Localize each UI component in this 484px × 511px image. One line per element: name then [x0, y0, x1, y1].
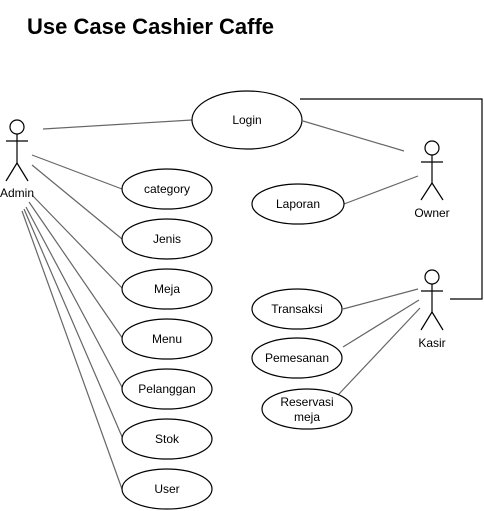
- usecase-transaksi-label: Transaksi: [271, 302, 323, 316]
- assoc-admin-jenis: [31, 164, 123, 240]
- assoc-admin-login: [42, 119, 193, 130]
- usecase-user-label: User: [154, 482, 179, 496]
- assoc-admin-stok: [23, 208, 124, 440]
- assoc-admin-meja: [31, 194, 124, 290]
- usecase-user: [121, 468, 213, 510]
- usecase-login-label: Login: [232, 113, 261, 127]
- usecase-meja-label: Meja: [154, 282, 180, 296]
- usecase-laporan-label: Laporan: [276, 197, 320, 211]
- actor-kasir: [420, 269, 444, 331]
- assoc-transaksi-kasir: [342, 288, 419, 310]
- usecase-category-label: category: [144, 182, 190, 196]
- usecase-pemesanan-label: Pemesanan: [265, 351, 329, 365]
- assoc-pemesanan-kasir: [342, 299, 420, 348]
- actor-owner: [420, 140, 444, 201]
- actor-admin-label: Admin: [0, 186, 34, 200]
- actor-owner-label: Owner: [414, 206, 449, 220]
- usecase-stok: [121, 418, 213, 460]
- usecase-transaksi: [251, 288, 343, 330]
- usecase-pemesanan: [251, 337, 343, 379]
- associations: [21, 119, 421, 490]
- usecase-category: [121, 168, 213, 210]
- usecase-meja: [121, 268, 213, 310]
- usecase-stok-label: Stok: [155, 432, 180, 446]
- diagram-title: Use Case Cashier Caffe: [27, 14, 275, 39]
- usecase-login: [191, 90, 303, 150]
- assoc-login-owner: [302, 120, 405, 152]
- usecase-pelanggan-label: Pelanggan: [138, 382, 195, 396]
- assoc-admin-menu: [28, 201, 124, 340]
- assoc-reservasi-kasir: [337, 307, 421, 396]
- usecase-jenis-label: Jenis: [153, 232, 181, 246]
- usecase-laporan: [251, 183, 345, 225]
- assoc-admin-category: [31, 154, 123, 190]
- usecase-reservasi-label-line2: meja: [294, 410, 320, 424]
- usecase-jenis: [121, 218, 213, 260]
- usecase-menu-label: Menu: [152, 332, 182, 346]
- assoc-admin-user: [21, 210, 123, 490]
- usecase-pelanggan: [121, 368, 213, 410]
- usecase-reservasi-label-line1: Reservasi: [280, 395, 333, 409]
- usecase-menu: [121, 318, 213, 360]
- assoc-laporan-owner: [343, 175, 419, 205]
- actor-admin: [5, 119, 29, 182]
- connector-login-kasir: [300, 98, 483, 300]
- actor-kasir-label: Kasir: [418, 336, 445, 350]
- usecase-reservasi-meja: [261, 388, 353, 430]
- assoc-admin-pelanggan: [25, 206, 124, 390]
